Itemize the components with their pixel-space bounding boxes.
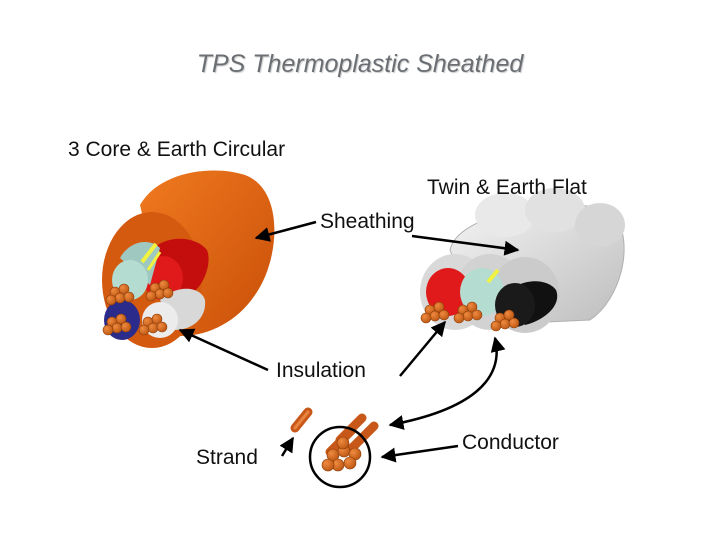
label-flat-cable: Twin & Earth Flat — [427, 176, 587, 199]
annotation-arrows — [178, 220, 520, 463]
copper-bundle-1 — [105, 283, 135, 306]
copper-bundle-2 — [145, 279, 174, 302]
arrow-insulation-flat — [399, 320, 446, 377]
earth-yellow-stripe — [140, 242, 158, 264]
label-insulation: Insulation — [276, 359, 366, 382]
arrow-strand — [279, 436, 295, 457]
earth-yellow-stripe-2 — [146, 251, 162, 271]
arrow-sheathing-round — [254, 220, 317, 242]
copper-bundle-4 — [138, 313, 168, 336]
copper-bundle-3 — [102, 313, 132, 336]
flat-cable — [420, 188, 625, 333]
arrow-conductor-curve — [388, 336, 506, 430]
arrow-insulation-round — [178, 328, 269, 372]
grey-lobe-2 — [525, 188, 585, 232]
single-strand — [290, 407, 313, 433]
flat-copper-bundle-1 — [420, 301, 450, 324]
arrow-conductor — [380, 444, 459, 463]
grey-lobe-3 — [575, 203, 625, 247]
label-conductor: Conductor — [462, 431, 559, 454]
conductor-highlight-circle — [308, 425, 372, 489]
arrow-sheathing-flat — [411, 234, 520, 256]
flat-copper-bundle-3 — [490, 309, 520, 332]
label-strand: Strand — [196, 446, 258, 469]
slide-title: TPS Thermoplastic Sheathed — [196, 50, 524, 78]
grey-lobe-1 — [475, 193, 535, 237]
label-round-cable: 3 Core & Earth Circular — [68, 138, 286, 161]
label-sheathing: Sheathing — [320, 210, 415, 233]
flat-earth-yellow-stripe — [486, 268, 500, 284]
round-cable — [102, 170, 275, 348]
flat-copper-bundle-2 — [453, 301, 483, 324]
